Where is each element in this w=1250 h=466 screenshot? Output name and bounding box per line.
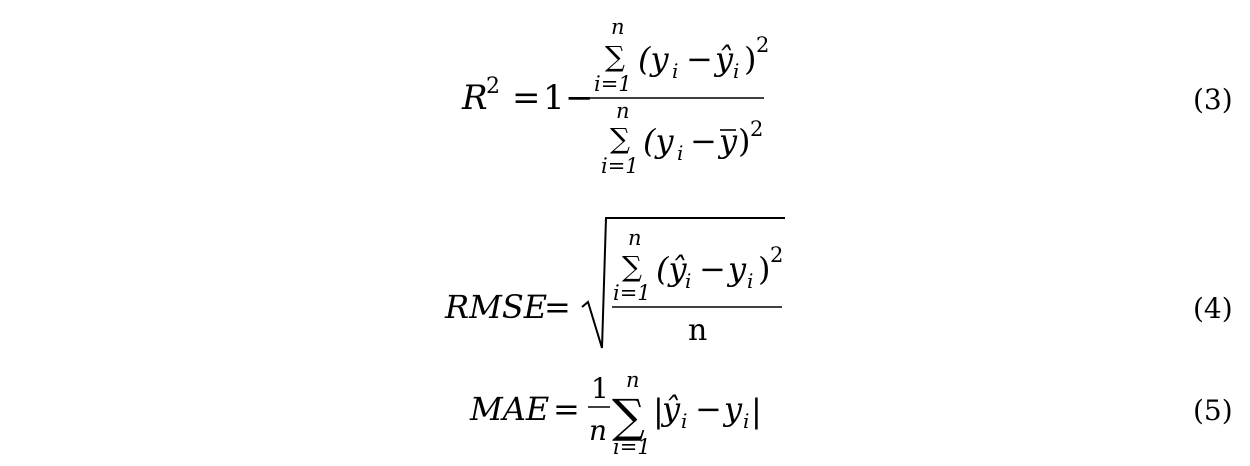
rmse-den-n: n (688, 313, 707, 348)
mae-upper-limit: n (626, 368, 640, 392)
r2-lhs-superscript: 2 (486, 74, 500, 99)
r2-one: 1 (543, 78, 565, 118)
mae-yhat: ŷ (660, 390, 681, 428)
r2-den-sigma: ∑ (610, 122, 630, 155)
mae-lhs: MAE (469, 390, 549, 428)
mae-abs-open: | (653, 392, 664, 430)
r2-den-minus: − (690, 122, 717, 160)
rmse-num-sigma: ∑ (622, 250, 642, 283)
square-root-sign (581, 217, 785, 349)
r2-den-close-paren: ) (738, 122, 750, 160)
equation-r-squared: R 2 = 1 − n ∑ i=1 (y i − ŷ i ) 2 n ∑ i=1… (461, 15, 1233, 178)
r2-den-square: 2 (750, 117, 763, 141)
mae-equals-sign: = (553, 390, 580, 428)
mae-minus: − (695, 390, 722, 428)
rmse-num-lower-limit: i=1 (613, 281, 651, 305)
r2-equals-sign: = (512, 78, 541, 118)
r2-num-yhat: ŷ (713, 40, 734, 78)
equation-number-5: (5) (1193, 394, 1233, 427)
equation-mae: MAE = 1 n n ∑ i=1 | ŷ i − y i | (5) (469, 368, 1233, 459)
rmse-num-yhat: (ŷ (656, 250, 687, 288)
mae-y: y (722, 390, 743, 428)
rmse-num-y-sub: i (747, 269, 753, 293)
r2-num-sigma: ∑ (605, 40, 625, 73)
r2-den-lower-limit: i=1 (601, 154, 639, 178)
r2-den-ybar: y (717, 122, 738, 160)
mae-lower-limit: i=1 (613, 435, 651, 459)
mae-frac-denominator: n (589, 414, 607, 447)
r2-num-upper-limit: n (611, 15, 625, 39)
r2-num-minus: − (686, 40, 713, 78)
rmse-num-square: 2 (770, 243, 783, 267)
r2-den-upper-limit: n (616, 99, 630, 123)
mae-abs-close: | (751, 392, 762, 430)
rmse-num-yhat-sub: i (685, 269, 691, 293)
r2-num-lower-limit: i=1 (594, 72, 632, 96)
rmse-equals-sign: = (544, 288, 571, 326)
equation-number-4: (4) (1193, 292, 1233, 325)
rmse-lhs: RMSE (444, 288, 547, 326)
r2-den-y-sub: i (677, 141, 683, 165)
r2-den-y: (y (643, 122, 674, 160)
r2-num-y: (y (638, 40, 669, 78)
rmse-num-minus: − (699, 250, 726, 288)
mae-y-sub: i (743, 409, 749, 433)
r2-num-yhat-sub: i (733, 59, 739, 83)
r2-lhs: R (461, 78, 488, 118)
equation-rmse: RMSE = n ∑ i=1 (ŷ i − y i ) 2 n (4) (444, 217, 1233, 349)
mae-yhat-sub: i (681, 409, 687, 433)
rmse-num-upper-limit: n (628, 226, 642, 250)
mae-frac-numerator: 1 (591, 372, 609, 405)
r2-num-close-paren: ) (744, 40, 756, 78)
rmse-num-y: y (726, 250, 747, 288)
rmse-num-close-paren: ) (758, 250, 770, 288)
r2-num-square: 2 (756, 33, 769, 57)
mae-sigma: ∑ (612, 389, 645, 443)
equation-number-3: (3) (1193, 83, 1233, 116)
r2-num-y-sub: i (672, 59, 678, 83)
